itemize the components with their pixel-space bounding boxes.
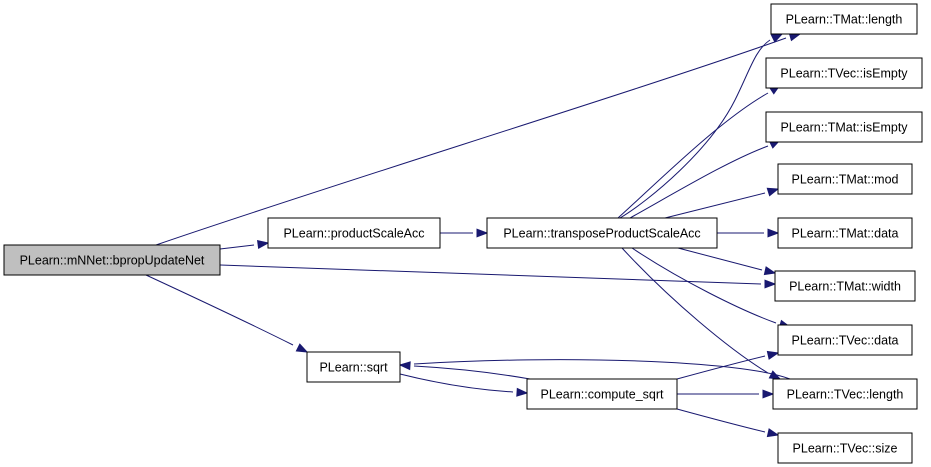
node-box[interactable] [777, 324, 913, 356]
node-label: PLearn::transposeProductScaleAcc [503, 227, 700, 241]
edge-line [413, 365, 531, 380]
node-label: PLearn::TMat::width [789, 280, 901, 294]
node-label: PLearn::compute_sqrt [541, 388, 665, 402]
arrowhead-icon [766, 350, 780, 360]
arrowhead-icon [767, 228, 780, 238]
node-label: PLearn::TVec::isEmpty [780, 67, 908, 81]
edge-line [676, 408, 766, 433]
node-box[interactable] [777, 163, 913, 195]
node-tvec-isEmpty[interactable]: PLearn::TVec::isEmpty [765, 57, 923, 89]
arrowhead-icon [476, 228, 489, 238]
node-box[interactable] [306, 351, 401, 383]
arrowhead-icon [770, 33, 784, 43]
nodes-layer: PLearn::mNNet::bpropUpdateNet PLearn::pro… [3, 3, 923, 464]
node-tvec-length[interactable]: PLearn::TVec::length [772, 378, 918, 410]
node-tmat-isEmpty[interactable]: PLearn::TMat::isEmpty [765, 111, 923, 143]
node-box[interactable] [765, 57, 923, 89]
edge-compute_sqrt-to-sqrt [398, 361, 531, 380]
edge-line [219, 244, 255, 250]
node-box[interactable] [267, 217, 441, 249]
edge-line [145, 274, 294, 346]
node-label: PLearn::TMat::length [786, 13, 903, 27]
edge-productScaleAcc-to-transposeProductScaleAcc [440, 228, 489, 238]
node-tmat-data[interactable]: PLearn::TMat::data [777, 217, 913, 249]
node-root[interactable]: PLearn::mNNet::bpropUpdateNet [3, 244, 221, 276]
node-label: PLearn::mNNet::bpropUpdateNet [20, 254, 205, 268]
edge-line [413, 359, 791, 380]
edge-transposeProductScaleAcc-to-tvec_length [621, 247, 782, 380]
node-box[interactable] [765, 111, 923, 143]
arrowhead-icon [257, 240, 270, 249]
edge-root-to-productScaleAcc [219, 240, 270, 250]
arrowhead-icon [295, 343, 309, 353]
node-label: PLearn::TMat::isEmpty [780, 121, 908, 135]
node-tvec-data[interactable]: PLearn::TVec::data [777, 324, 913, 356]
edge-line [219, 264, 762, 285]
edges-layer [145, 32, 802, 438]
arrowhead-icon [764, 279, 777, 289]
edge-line [676, 355, 766, 380]
node-tmat-mod[interactable]: PLearn::TMat::mod [777, 163, 913, 195]
node-label: PLearn::TMat::data [791, 227, 898, 241]
node-productScaleAcc[interactable]: PLearn::productScaleAcc [267, 217, 441, 249]
edge-line [619, 39, 771, 219]
arrowhead-icon [763, 266, 777, 276]
node-label: PLearn::TVec::length [787, 388, 904, 402]
node-tvec-size[interactable]: PLearn::TVec::size [777, 432, 913, 464]
node-label: PLearn::productScaleAcc [283, 227, 424, 241]
edge-compute_sqrt-to-tvec_data [676, 350, 780, 380]
arrowhead-icon [398, 361, 411, 371]
node-label: PLearn::TVec::size [793, 442, 898, 456]
arrowhead-icon [766, 428, 780, 438]
node-box[interactable] [526, 378, 678, 410]
edge-root-to-sqrt [145, 274, 309, 353]
node-box[interactable] [486, 217, 718, 249]
edge-sqrt-to-compute_sqrt [399, 373, 529, 397]
node-box[interactable] [3, 244, 221, 276]
edge-root-to-tmat_length [155, 32, 802, 246]
node-tmat-width[interactable]: PLearn::TMat::width [774, 270, 916, 302]
edge-compute_sqrt-to-tvec_size [676, 408, 780, 438]
node-tmat-length[interactable]: PLearn::TMat::length [770, 3, 918, 35]
edge-line [621, 247, 769, 374]
edge-root-to-tmat_width [219, 264, 777, 289]
edge-transposeProductScaleAcc-to-tmat_isEmpty [629, 139, 782, 219]
edge-transposeProductScaleAcc-to-tmat_length [619, 33, 784, 219]
edge-line [155, 37, 787, 246]
edge-transposeProductScaleAcc-to-tmat_mod [664, 187, 780, 219]
edge-tvec_length-curve-to-sqrt [413, 359, 791, 380]
node-compute-sqrt[interactable]: PLearn::compute_sqrt [526, 378, 678, 410]
node-transposeProductScaleAcc[interactable]: PLearn::transposeProductScaleAcc [486, 217, 718, 249]
arrowhead-icon [516, 387, 529, 397]
edge-line [399, 373, 514, 393]
edge-line [617, 92, 769, 219]
edge-line [629, 145, 769, 219]
arrowhead-icon [762, 389, 775, 399]
node-label: PLearn::sqrt [319, 361, 388, 375]
edge-line [664, 192, 766, 219]
edge-transposeProductScaleAcc-to-tmat_width [677, 247, 777, 276]
node-sqrt[interactable]: PLearn::sqrt [306, 351, 401, 383]
edge-line [677, 247, 763, 271]
node-box[interactable] [777, 432, 913, 464]
node-box[interactable] [774, 270, 916, 302]
edge-compute_sqrt-to-tvec_length [677, 389, 775, 399]
edge-transposeProductScaleAcc-to-tmat_data [717, 228, 780, 238]
node-box[interactable] [777, 217, 913, 249]
node-label: PLearn::TVec::data [791, 334, 898, 348]
edge-transposeProductScaleAcc-to-tvec_data [631, 247, 792, 329]
arrowhead-icon [766, 187, 780, 197]
node-box[interactable] [770, 3, 918, 35]
node-label: PLearn::TMat::mod [792, 173, 899, 187]
node-box[interactable] [772, 378, 918, 410]
edge-line [631, 247, 777, 324]
